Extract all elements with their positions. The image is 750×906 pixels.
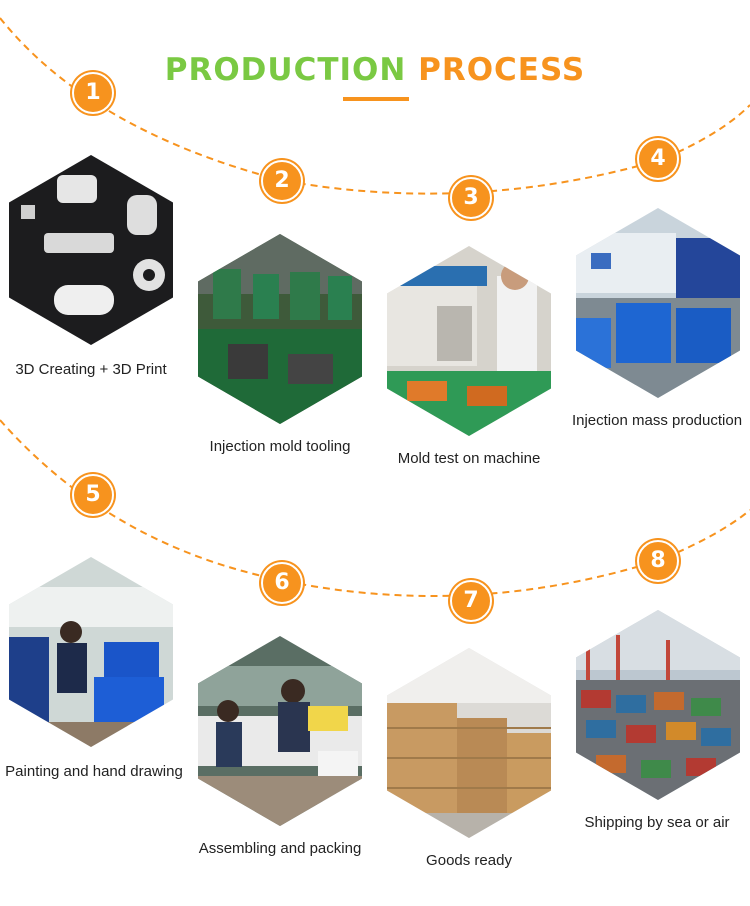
page-title: PRODUCTION PROCESS xyxy=(164,52,586,88)
step-8-badge: 8 xyxy=(637,540,679,582)
step-7-photo xyxy=(387,648,551,838)
step-6-caption: Assembling and packing xyxy=(198,840,362,857)
step-7-badge: 7 xyxy=(450,580,492,622)
step-2-caption: Injection mold tooling xyxy=(209,438,351,455)
step-3-badge: 3 xyxy=(450,177,492,219)
title-underline xyxy=(343,97,409,101)
step-3-caption: Mold test on machine xyxy=(397,450,541,467)
step-6-badge: 6 xyxy=(261,562,303,604)
step-8-caption: Shipping by sea or air xyxy=(584,814,730,831)
step-1-caption: 3D Creating + 3D Print xyxy=(15,361,167,378)
step-2-badge: 2 xyxy=(261,160,303,202)
step-7-caption: Goods ready xyxy=(426,852,512,869)
step-1-badge: 1 xyxy=(72,72,114,114)
step-8-photo xyxy=(576,610,740,800)
step-5-badge: 5 xyxy=(72,474,114,516)
step-4-caption: Injection mass production xyxy=(571,412,743,429)
step-5-caption: Painting and hand drawing xyxy=(5,763,183,780)
step-4-badge: 4 xyxy=(637,138,679,180)
